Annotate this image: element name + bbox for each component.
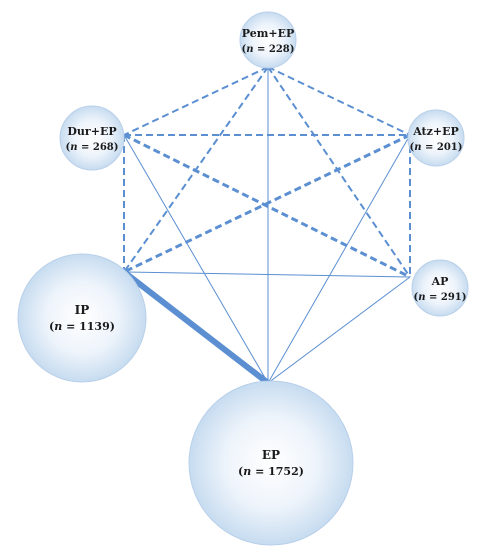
edge-pem_ep-ap xyxy=(267,66,411,278)
node-circle-ip xyxy=(17,253,147,383)
node-count-atz_ep: (n = 201) xyxy=(410,142,463,153)
node-label-dur_ep: Dur+EP xyxy=(67,125,116,138)
node-label-atz_ep: Atz+EP xyxy=(412,125,459,138)
node-count-ip: (n = 1139) xyxy=(49,320,115,333)
edge-ip-ep xyxy=(122,269,270,386)
node-dur_ep: Dur+EP (n = 268) xyxy=(59,105,125,171)
node-ip: IP (n = 1139) xyxy=(17,253,147,383)
node-label-ap: AP xyxy=(431,275,449,288)
node-count-pem_ep: (n = 228) xyxy=(242,44,295,55)
node-label-ep: EP xyxy=(262,448,280,462)
edges-layer xyxy=(122,66,411,386)
edge-dur_ep-ep xyxy=(123,134,269,384)
edge-dur_ep-ap xyxy=(123,133,411,279)
edge-atz_ep-ep xyxy=(267,134,411,384)
node-circle-dur_ep xyxy=(59,105,125,171)
edge-ap-ep xyxy=(267,276,411,384)
node-count-ap: (n = 291) xyxy=(414,292,467,303)
edge-pem_ep-atz_ep xyxy=(267,66,411,136)
node-count-ep: (n = 1752) xyxy=(238,465,304,478)
edge-atz_ep-ip xyxy=(123,133,411,274)
nodes-layer: Pem+EP (n = 228) Dur+EP (n = 268) Atz+EP (n =… xyxy=(17,11,469,546)
node-ep: EP (n = 1752) xyxy=(188,380,354,546)
node-circle-ap xyxy=(411,259,469,317)
node-label-pem_ep: Pem+EP xyxy=(242,27,295,40)
node-label-ip: IP xyxy=(75,303,90,317)
node-count-dur_ep: (n = 268) xyxy=(66,142,119,153)
node-circle-pem_ep xyxy=(239,11,297,69)
node-atz_ep: Atz+EP (n = 201) xyxy=(407,109,465,167)
edge-ip-ap xyxy=(123,271,411,278)
node-circle-atz_ep xyxy=(407,109,465,167)
edge-pem_ep-dur_ep xyxy=(123,66,269,136)
node-circle-ep xyxy=(188,380,354,546)
node-pem_ep: Pem+EP (n = 228) xyxy=(239,11,297,69)
node-ap: AP (n = 291) xyxy=(411,259,469,317)
